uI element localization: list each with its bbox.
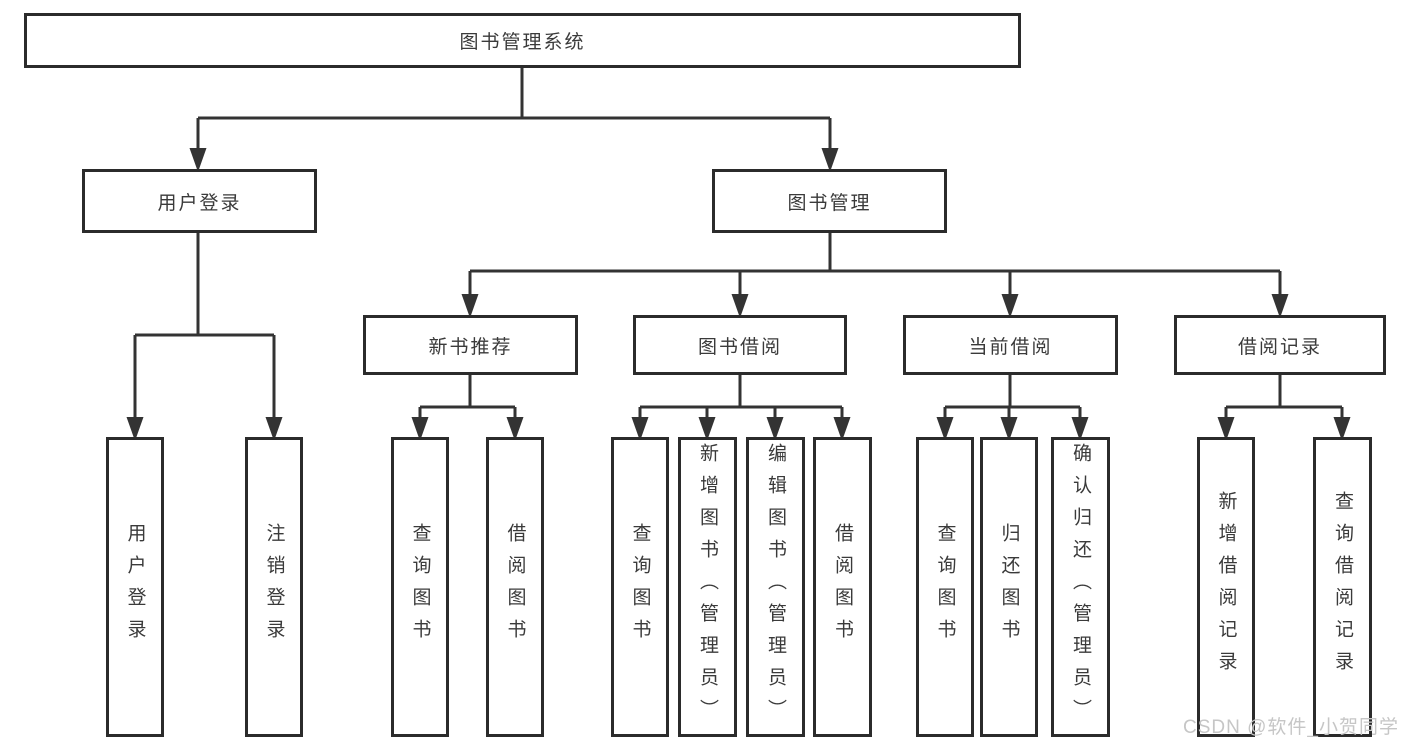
- node-book-borrowing: 图书借阅: [633, 315, 847, 375]
- arrowhead: [936, 417, 954, 441]
- arrowhead: [1000, 417, 1018, 441]
- connector-current-borrow: [943, 375, 1082, 419]
- node-root: 图书管理系统: [24, 13, 1021, 68]
- arrowhead: [1333, 417, 1351, 441]
- node-book-management: 图书管理: [712, 169, 947, 233]
- connector-new-book: [418, 375, 517, 419]
- leaf-current-confirm-return-admin: 确认归还（管理员）: [1051, 437, 1110, 737]
- node-borrowing-records: 借阅记录: [1174, 315, 1386, 375]
- leaf-borrow-edit-books-admin: 编辑图书（管理员）: [746, 437, 805, 737]
- arrowhead: [1271, 294, 1289, 318]
- arrowhead: [461, 294, 479, 318]
- arrowhead: [821, 148, 839, 172]
- connector-borrow-record: [1224, 375, 1344, 419]
- arrowhead: [766, 417, 784, 441]
- watermark: CSDN @软件_小贺同学: [1183, 717, 1399, 738]
- arrowhead: [731, 294, 749, 318]
- arrowhead: [631, 417, 649, 441]
- leaf-newbook-borrow-books: 借阅图书: [486, 437, 544, 737]
- arrowhead: [126, 417, 144, 441]
- arrowhead: [506, 417, 524, 441]
- leaf-record-query-borrow-record: 查询借阅记录: [1313, 437, 1372, 737]
- leaf-borrow-query-books: 查询图书: [611, 437, 669, 737]
- arrowhead: [411, 417, 429, 441]
- connector-book-mgmt: [468, 233, 1282, 296]
- arrowhead: [1217, 417, 1235, 441]
- node-current-borrowing: 当前借阅: [903, 315, 1118, 375]
- leaf-borrow-add-books-admin: 新增图书（管理员）: [678, 437, 737, 737]
- connector-root: [196, 68, 832, 150]
- arrowhead: [265, 417, 283, 441]
- node-new-book-recommend: 新书推荐: [363, 315, 578, 375]
- leaf-user-login: 用户登录: [106, 437, 164, 737]
- leaf-record-add-borrow-record: 新增借阅记录: [1197, 437, 1255, 737]
- arrowhead: [189, 148, 207, 172]
- arrowhead: [1071, 417, 1089, 441]
- leaf-borrow-borrow-books: 借阅图书: [813, 437, 872, 737]
- leaf-current-query-books: 查询图书: [916, 437, 974, 737]
- connector-book-borrow: [638, 375, 844, 419]
- leaf-logout: 注销登录: [245, 437, 303, 737]
- node-user-login: 用户登录: [82, 169, 317, 233]
- leaf-newbook-query-books: 查询图书: [391, 437, 449, 737]
- connector-user-login: [133, 233, 276, 419]
- arrowhead: [1001, 294, 1019, 318]
- arrowhead: [698, 417, 716, 441]
- arrowhead: [833, 417, 851, 441]
- leaf-current-return-books: 归还图书: [980, 437, 1038, 737]
